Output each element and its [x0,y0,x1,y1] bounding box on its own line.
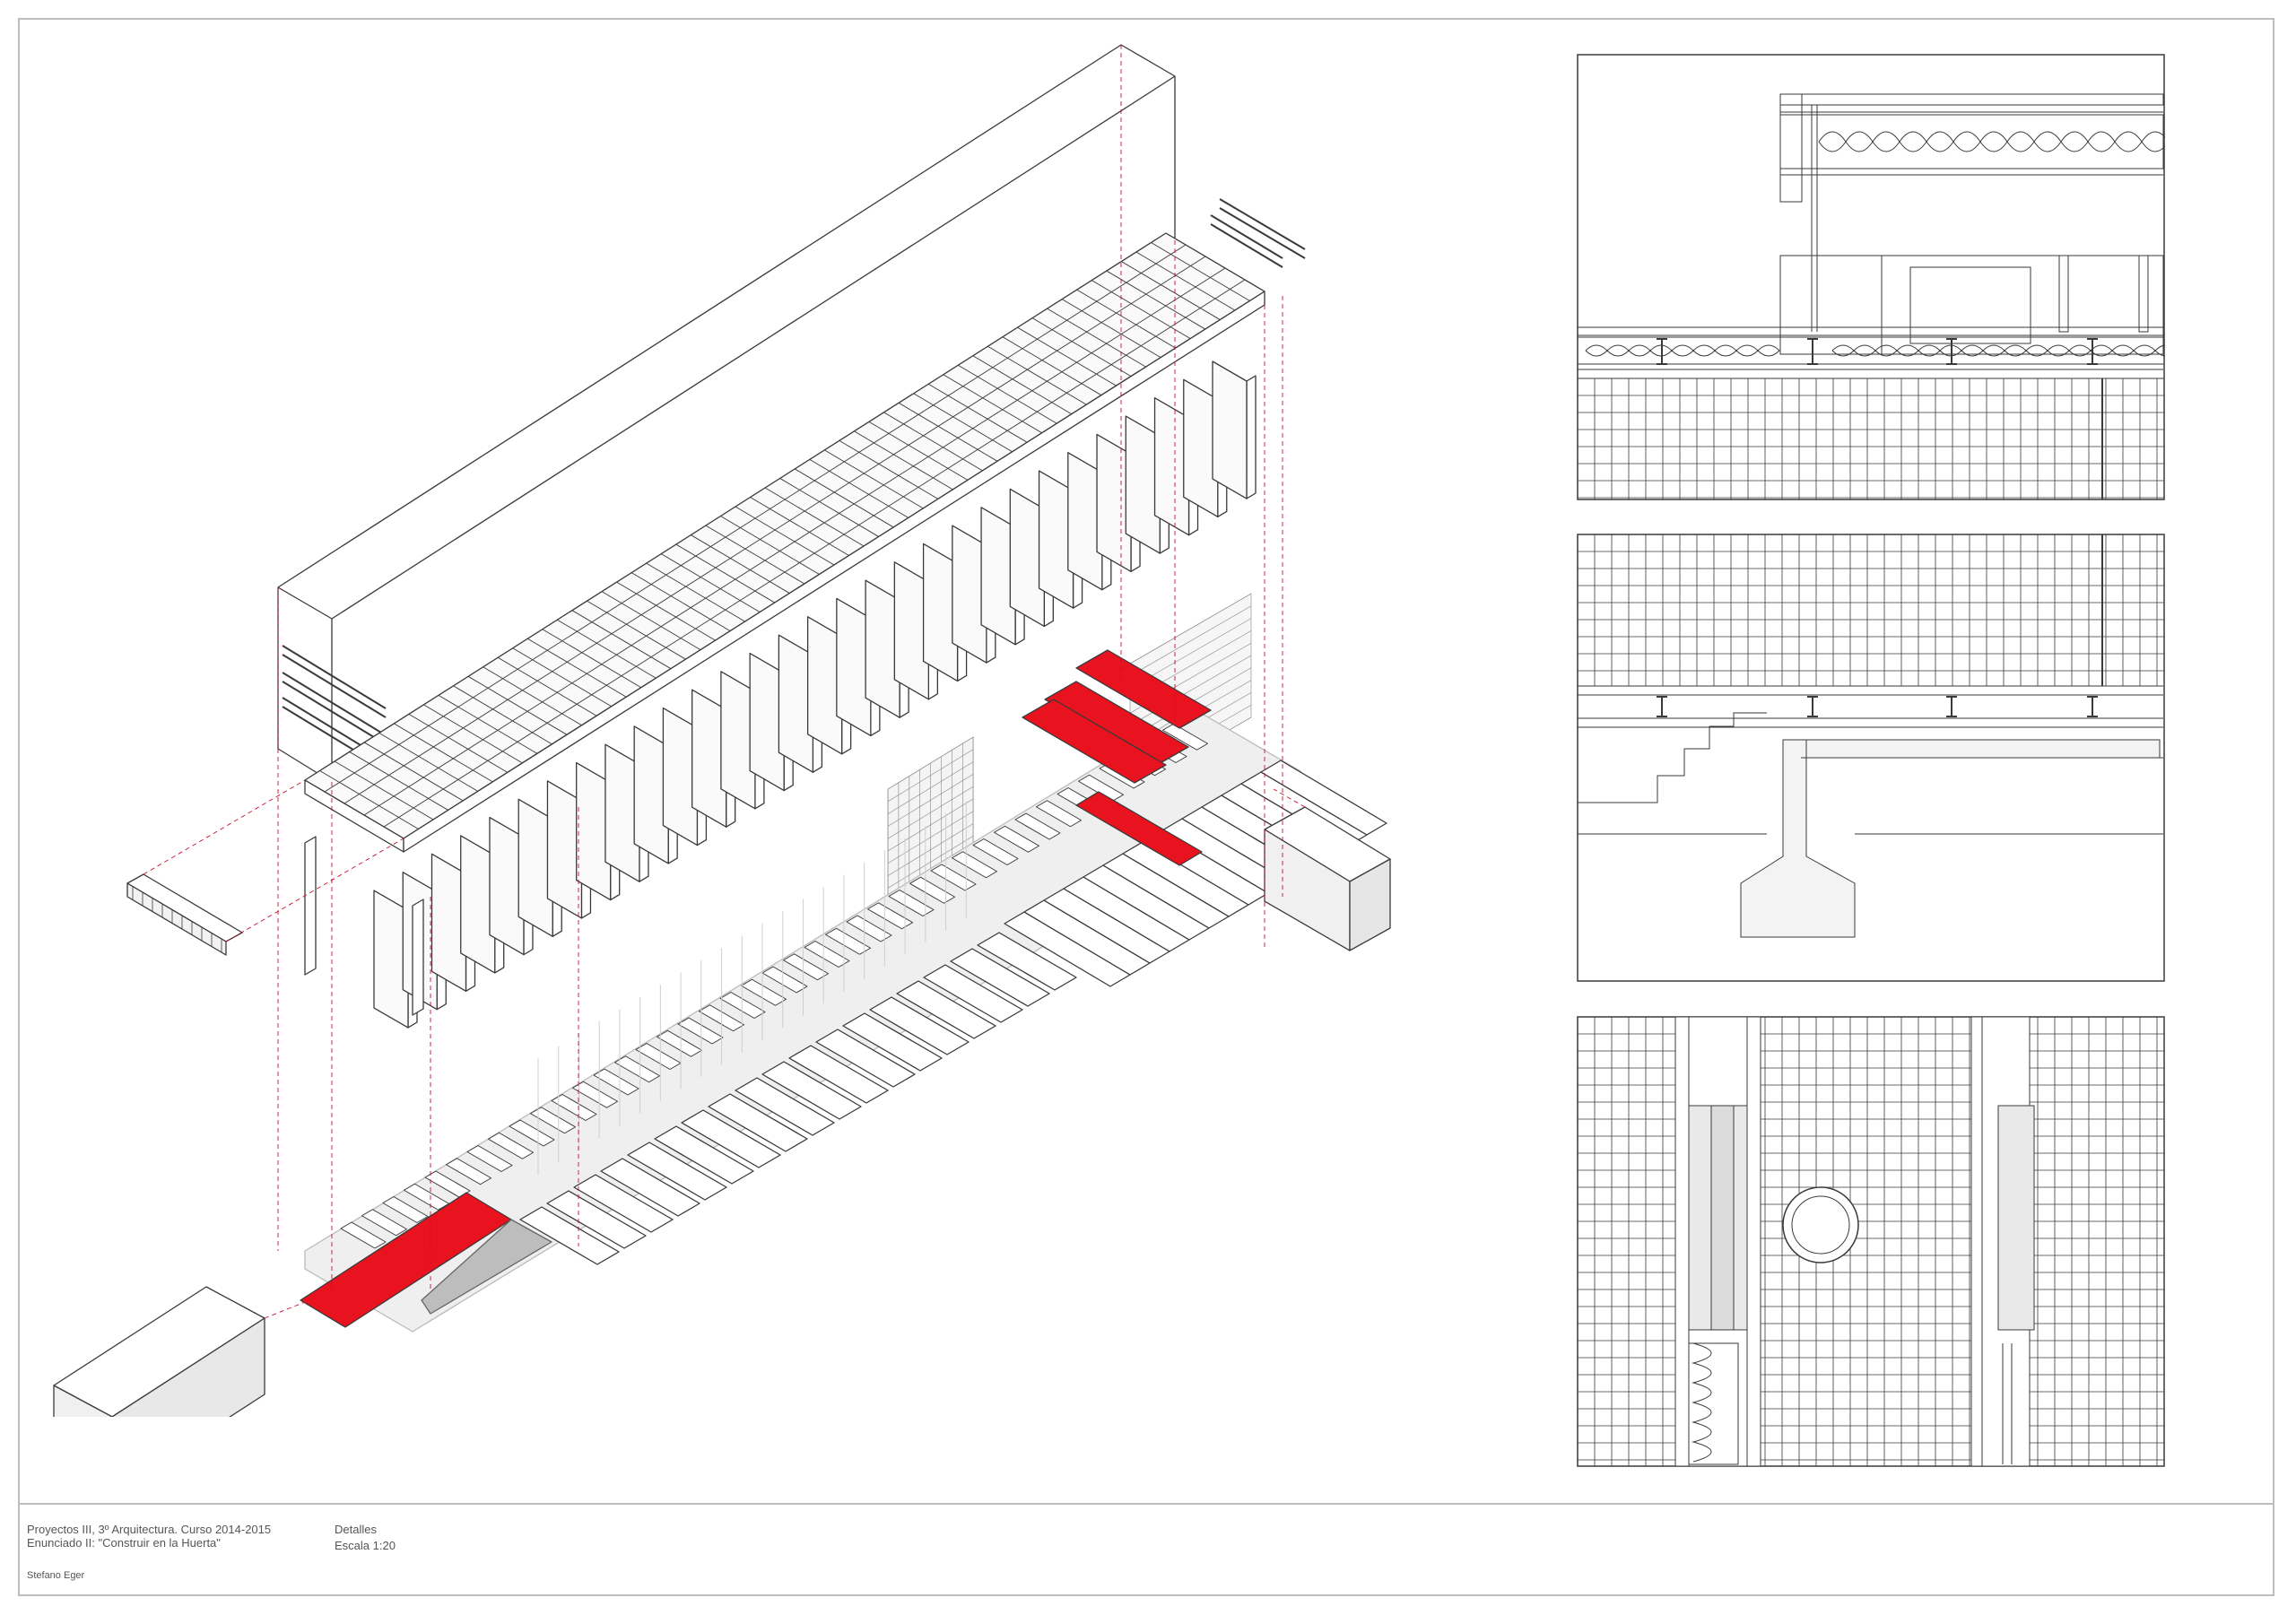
brick-block-right [1264,806,1391,951]
floor-platform [304,708,1301,1333]
detail-roof-section [1577,54,2165,500]
assignment-line: Enunciado II: "Construir en la Huerta" [27,1536,221,1550]
brick-block-left [53,1286,265,1417]
detail-plan [1577,1016,2165,1467]
explosion-guide-lines [143,45,1306,1319]
axonometric-exploded-view [53,44,1391,1417]
gray-floor-panel [421,1219,552,1315]
author-name: Stefano Eger [27,1570,85,1581]
sheet-title: Detalles [335,1523,377,1536]
titleblock-divider [18,1503,2274,1505]
detail-foundation-section [1577,534,2165,982]
sheet-frame [18,18,2274,1596]
red-highlight-panels [300,649,1212,1328]
sheet-scale: Escala 1:20 [335,1539,396,1552]
exploded-beam-element [126,873,243,956]
roof-joist-lattice [304,232,1265,853]
wall-fins [304,360,1257,1029]
course-line: Proyectos III, 3º Arquitectura. Curso 20… [27,1523,272,1536]
